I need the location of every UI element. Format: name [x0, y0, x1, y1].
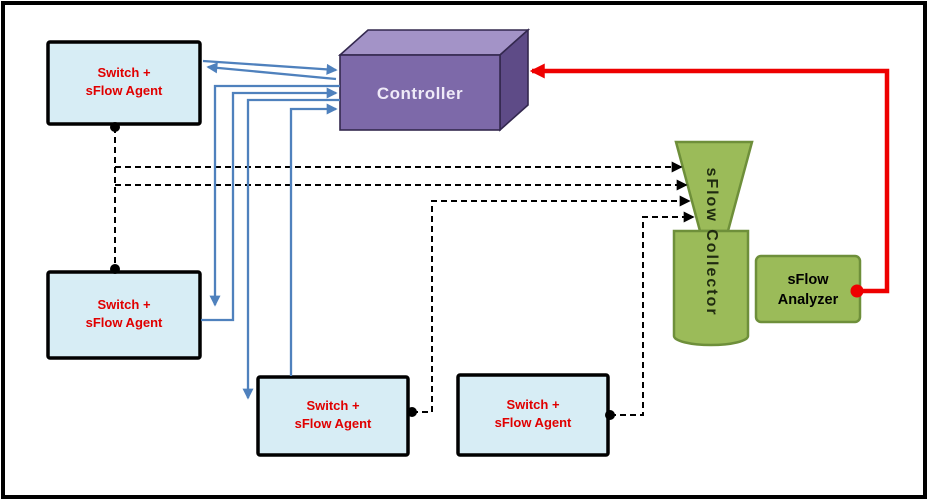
control-link-switch2-to-controller [201, 87, 338, 322]
analyzer-link-endpoint-dot [850, 284, 864, 298]
collector-label: sFlow Collector [703, 167, 720, 316]
analyzer-to-controller-link [529, 63, 890, 294]
controller-node: Controller [337, 28, 531, 132]
switch-node-1: Switch + sFlow Agent [46, 40, 202, 126]
junction-dot-switch3 [407, 407, 417, 417]
switch-node-4: Switch + sFlow Agent [456, 373, 610, 457]
switch-node-3: Switch + sFlow Agent [256, 375, 410, 457]
switch-2-box [46, 270, 202, 360]
collector-body [672, 229, 750, 347]
controller-box-front-face [339, 54, 501, 131]
junction-dot-switch4 [605, 410, 615, 420]
analyzer-label-line1: sFlow [787, 272, 829, 288]
control-link-controller-to-switch2 [209, 84, 340, 307]
switch-3-box [256, 375, 410, 457]
controller-box-top-face [337, 29, 531, 56]
analyzer-box [754, 254, 862, 324]
controller-label: Controller [377, 84, 463, 103]
switch-2-label-line2: sFlow Agent [86, 315, 163, 330]
control-link-controller-to-switch1 [206, 62, 337, 81]
switch-3-label-line1: Switch + [306, 398, 360, 413]
switch-1-label-line2: sFlow Agent [86, 83, 163, 98]
collector-node: sFlow Collector [672, 140, 754, 347]
sflow-link-switch4-to-collector [610, 211, 695, 416]
switch-node-2: Switch + sFlow Agent [46, 270, 202, 360]
control-link-switch3-to-controller [289, 103, 338, 376]
control-links [201, 59, 340, 400]
analyzer-node: sFlow Analyzer [754, 254, 862, 324]
switch-1-label-line1: Switch + [97, 65, 151, 80]
control-link-switch1-to-controller [202, 59, 338, 75]
switch-2-label-line1: Switch + [97, 297, 151, 312]
switch-3-label-line2: sFlow Agent [295, 416, 372, 431]
sflow-link-switch3-to-collector [412, 195, 691, 413]
junction-dot-switch2 [110, 264, 120, 274]
sflow-datagram-links [110, 122, 695, 420]
switch-1-box [46, 40, 202, 126]
junction-dot-switch1 [110, 122, 120, 132]
feedback-link [529, 63, 890, 298]
analyzer-label-line2: Analyzer [778, 292, 839, 308]
switch-4-label-line1: Switch + [506, 397, 560, 412]
control-link-controller-to-switch3 [242, 98, 340, 400]
switch-4-label-line2: sFlow Agent [495, 415, 572, 430]
